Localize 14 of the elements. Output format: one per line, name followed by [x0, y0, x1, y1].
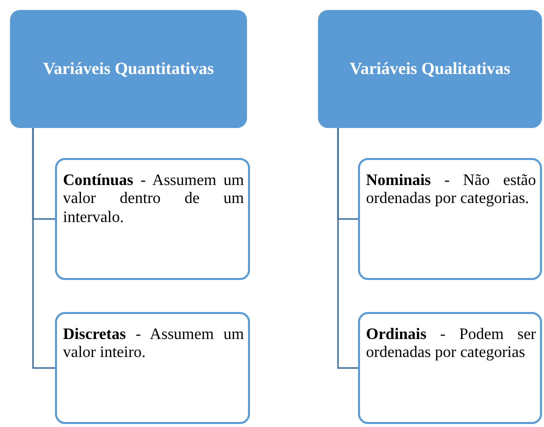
- definition-text: Discretas - Assumem um valor inteiro.: [63, 326, 244, 363]
- definition-text: Contínuas - Assumem um valor dentro de um intervalo.: [63, 172, 244, 228]
- definition-box: [358, 312, 542, 424]
- definition-text: Ordinais - Podem ser ordenadas por categorias: [366, 326, 536, 363]
- definition-box: [358, 158, 542, 280]
- definition-box: [55, 158, 250, 280]
- header-text: Variáveis Quantitativas: [43, 60, 214, 78]
- category-header-box: [318, 10, 542, 128]
- definition-box: [55, 312, 250, 424]
- header-text: Variáveis Qualitativas: [350, 60, 510, 78]
- connector-line: [337, 128, 358, 369]
- connector-line: [32, 128, 55, 369]
- definition-text: Nominais - Não estão ordenadas por categorias.: [366, 172, 536, 209]
- category-header-box: [10, 10, 247, 128]
